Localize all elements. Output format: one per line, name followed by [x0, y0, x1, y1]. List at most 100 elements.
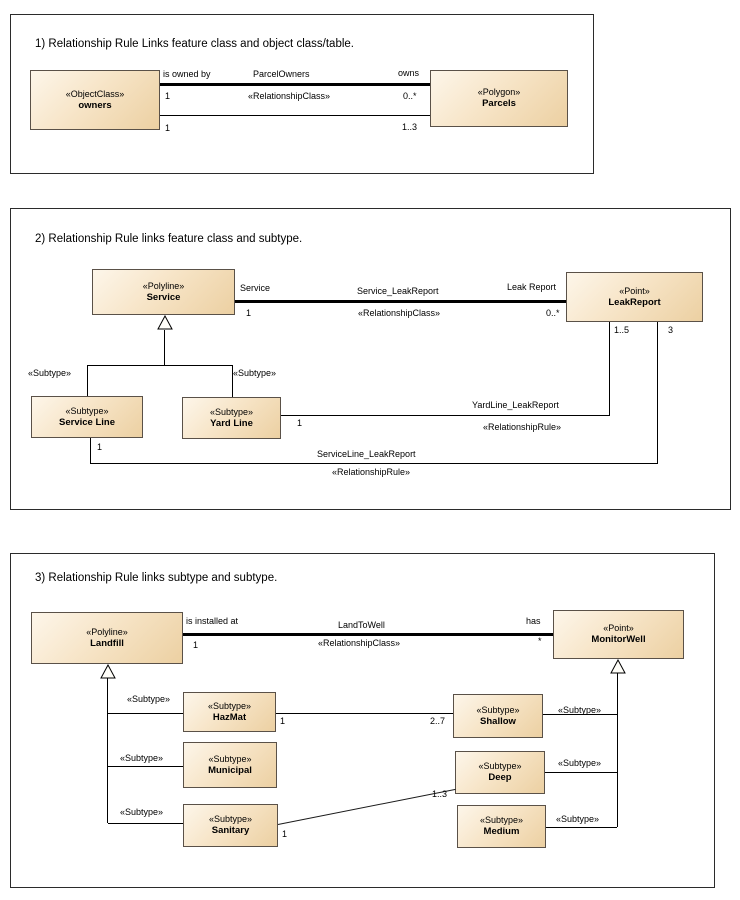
- subtype-keyword-label: «Subtype»: [120, 753, 164, 763]
- assoc-name-label: Service_LeakReport: [357, 286, 439, 296]
- assoc-stereotype-label: «RelationshipClass»: [318, 638, 401, 648]
- generalization-branch-bar: [87, 365, 232, 366]
- branch-municipal: [108, 766, 183, 767]
- class-name: Municipal: [208, 764, 252, 776]
- class-name: Parcels: [482, 98, 516, 109]
- class-box-shallow[interactable]: «Subtype» Shallow: [453, 694, 543, 738]
- role-label-left: Service: [240, 283, 271, 293]
- panel-3-title: 3) Relationship Rule links subtype and s…: [35, 572, 278, 584]
- class-box-yard-line[interactable]: «Subtype» Yard Line: [182, 397, 281, 439]
- branch-hazmat: [108, 713, 183, 714]
- multiplicity-label: 3: [668, 325, 674, 335]
- class-name: Deep: [488, 772, 512, 783]
- stereotype-label: «Subtype»: [479, 815, 524, 825]
- multiplicity-label: 1..3: [432, 789, 448, 799]
- stereotype-label: «Polyline»: [142, 280, 185, 291]
- leakreport-rule-drop-2: [657, 322, 658, 463]
- class-name: LeakReport: [608, 296, 661, 308]
- stereotype-label: «Subtype»: [209, 406, 254, 417]
- stereotype-label: «Subtype»: [207, 700, 252, 711]
- class-box-deep[interactable]: «Subtype» Deep: [455, 751, 545, 794]
- class-box-municipal[interactable]: «Subtype» Municipal: [183, 742, 277, 788]
- rule-name-label: YardLine_LeakReport: [472, 400, 559, 410]
- branch-medium: [546, 827, 617, 828]
- assoc-name-label: LandToWell: [338, 620, 385, 630]
- panel-1-title: 1) Relationship Rule Links feature class…: [35, 38, 354, 50]
- role-label-left: is owned by: [163, 69, 211, 79]
- multiplicity-label: 1: [297, 418, 303, 428]
- class-box-monitorwell[interactable]: «Point» MonitorWell: [553, 610, 684, 659]
- class-name: owners: [78, 99, 112, 111]
- class-name: Service: [146, 291, 181, 303]
- stereotype-label: «Subtype»: [476, 704, 520, 715]
- assoc-stereotype-label: «RelationshipClass»: [358, 308, 441, 318]
- relationship-rule-line-serviceline: [90, 463, 658, 464]
- class-box-landfill[interactable]: «Polyline» Landfill: [31, 612, 183, 664]
- branch-drop-yardline: [232, 365, 233, 397]
- rule-stereotype-label: «RelationshipRule»: [332, 467, 411, 477]
- relationship-class-line-parcelowners: [160, 83, 430, 86]
- class-box-hazmat[interactable]: «Subtype» HazMat: [183, 692, 276, 732]
- role-label-right: has: [526, 616, 541, 626]
- stereotype-label: «Point»: [619, 285, 650, 296]
- multiplicity-label: 1..5: [614, 325, 630, 335]
- class-box-parcels[interactable]: «Polygon» Parcels: [430, 70, 568, 127]
- panel-3-frame: [10, 553, 715, 888]
- generalization-triangle-service: [157, 315, 173, 330]
- stereotype-label: «Polygon»: [477, 87, 521, 97]
- panel-2-title: 2) Relationship Rule links feature class…: [35, 233, 303, 245]
- class-name: MonitorWell: [591, 634, 646, 645]
- multiplicity-label: 1: [165, 91, 171, 101]
- panel-2-frame: [10, 208, 731, 510]
- stereotype-label: «Subtype»: [478, 761, 522, 771]
- class-box-owners[interactable]: «ObjectClass» owners: [30, 70, 160, 130]
- multiplicity-label: 0..*: [546, 308, 560, 318]
- relationship-class-line-landtowell: [183, 633, 553, 636]
- branch-sanitary: [108, 823, 183, 824]
- relationship-rule-line-yardline: [281, 415, 610, 416]
- subtype-keyword-label: «Subtype»: [28, 368, 72, 378]
- branch-drop-serviceline: [87, 365, 88, 396]
- multiplicity-label: 1: [280, 716, 286, 726]
- multiplicity-label: 1: [97, 442, 103, 452]
- rule-stereotype-label: «RelationshipRule»: [483, 422, 562, 432]
- subtype-keyword-label: «Subtype»: [558, 758, 602, 768]
- serviceline-rule-drop: [90, 438, 91, 463]
- class-box-service[interactable]: «Polyline» Service: [92, 269, 235, 315]
- relationship-class-line-service-leakreport: [235, 300, 566, 303]
- class-name: Shallow: [480, 715, 516, 727]
- assoc-stereotype-label: «RelationshipClass»: [248, 91, 331, 101]
- subtype-keyword-label: «Subtype»: [556, 814, 600, 824]
- assoc-name-label: ParcelOwners: [253, 69, 310, 79]
- role-label-right: Leak Report: [507, 282, 557, 292]
- class-box-leakreport[interactable]: «Point» LeakReport: [566, 272, 703, 322]
- class-name: Medium: [483, 826, 520, 837]
- multiplicity-label: 0..*: [403, 91, 417, 101]
- multiplicity-label: 1: [193, 640, 199, 650]
- role-label-left: is installed at: [186, 616, 239, 626]
- class-name: Yard Line: [210, 417, 253, 429]
- stereotype-label: «Subtype»: [208, 814, 253, 824]
- leakreport-rule-drop-1: [609, 322, 610, 415]
- generalization-stem: [164, 330, 165, 365]
- multiplicity-label: 1: [282, 829, 288, 839]
- multiplicity-label: *: [538, 636, 542, 646]
- subtype-keyword-label: «Subtype»: [558, 705, 602, 715]
- class-name: HazMat: [212, 711, 247, 723]
- monitorwell-subtype-trunk: [617, 673, 618, 827]
- subtype-keyword-label: «Subtype»: [120, 807, 164, 817]
- landfill-subtype-trunk: [107, 678, 108, 823]
- generalization-triangle-monitorwell: [610, 659, 626, 674]
- branch-deep: [545, 772, 617, 773]
- class-box-service-line[interactable]: «Subtype» Service Line: [31, 396, 143, 438]
- stereotype-label: «ObjectClass»: [65, 88, 125, 99]
- class-name: Sanitary: [211, 825, 250, 836]
- multiplicity-label: 2..7: [430, 716, 446, 726]
- class-box-sanitary[interactable]: «Subtype» Sanitary: [183, 804, 278, 847]
- class-box-medium[interactable]: «Subtype» Medium: [457, 805, 546, 848]
- role-label-right: owns: [398, 68, 420, 78]
- stereotype-label: «Polyline»: [86, 626, 128, 637]
- rule-name-label: ServiceLine_LeakReport: [317, 449, 416, 459]
- multiplicity-label: 1..3: [402, 122, 418, 132]
